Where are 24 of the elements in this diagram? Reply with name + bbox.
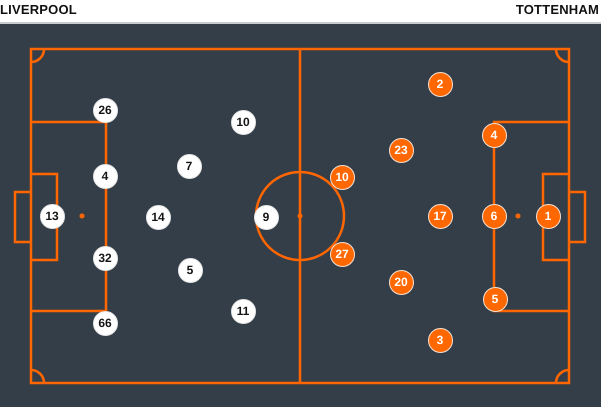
player-marker: 9 xyxy=(254,204,278,230)
player-marker: 13 xyxy=(40,204,64,228)
player-marker: 17 xyxy=(428,204,452,228)
player-marker: 20 xyxy=(388,270,414,294)
player-marker: 5 xyxy=(482,286,508,312)
player-marker: 7 xyxy=(176,154,202,178)
team-name: LIVERPOOL xyxy=(0,1,77,19)
player-marker: 1 xyxy=(536,204,560,228)
player-marker: 4 xyxy=(482,122,506,148)
player-marker: 23 xyxy=(388,138,414,162)
player-marker: 32 xyxy=(92,246,118,270)
player-marker: 26 xyxy=(92,98,118,122)
player-marker: 5 xyxy=(178,258,202,282)
player-marker: 66 xyxy=(92,310,118,336)
player-marker: 10 xyxy=(330,164,354,190)
player-marker: 4 xyxy=(92,164,118,188)
player-marker: 10 xyxy=(230,110,256,134)
player-marker: 3 xyxy=(428,328,452,352)
player-marker: 6 xyxy=(482,204,506,228)
player-marker: 27 xyxy=(330,242,354,266)
player-marker: 14 xyxy=(146,204,170,230)
player-marker: 11 xyxy=(230,298,256,324)
team-name: TOTTENHAM xyxy=(516,1,599,19)
player-marker: 2 xyxy=(428,72,452,96)
